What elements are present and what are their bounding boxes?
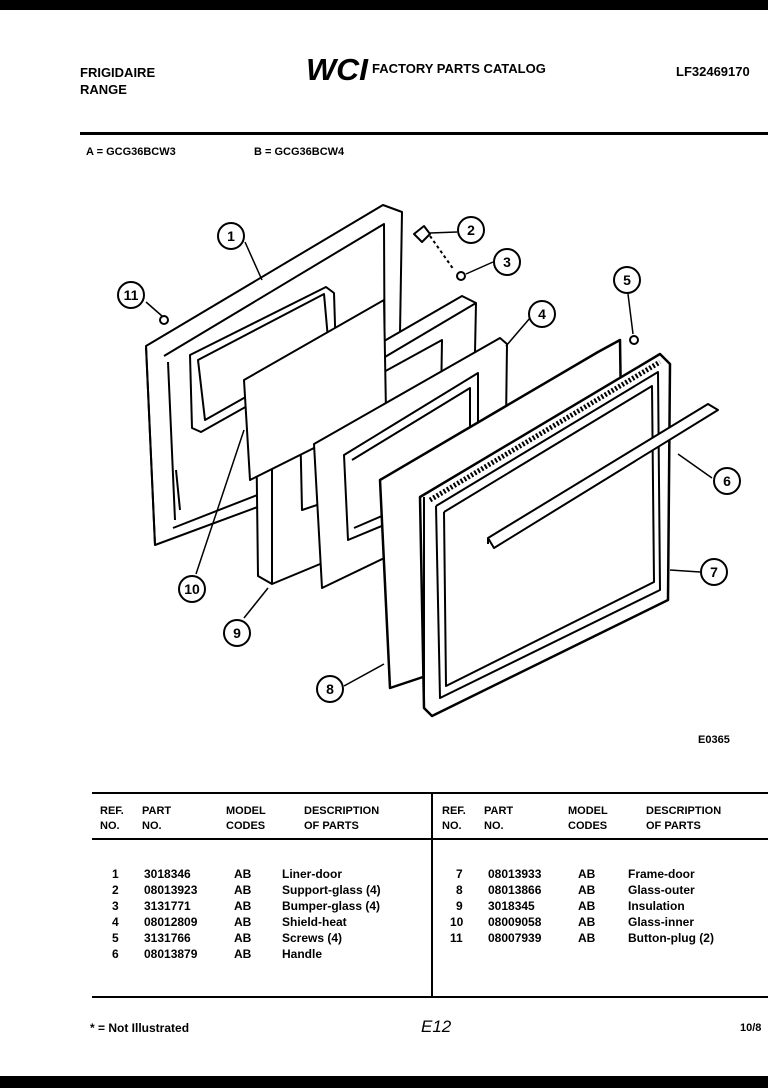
header-rule [80,132,768,135]
table-column-divider [431,792,433,996]
callout-5: 5 [613,266,641,294]
table-header-rule [92,838,768,840]
bottom-scan-border [0,1076,768,1088]
svg-text:WCI: WCI [306,52,369,84]
model-b: B = GCG36BCW4 [254,146,345,158]
callout-6: 6 [713,467,741,495]
callout-8: 8 [316,675,344,703]
callout-9: 9 [223,619,251,647]
document-number: LF32469170 [676,64,750,79]
svg-text:10: 10 [184,581,200,597]
svg-text:8: 8 [326,681,334,697]
top-scan-border [0,0,768,10]
header-ref-right: REF.NO. [442,805,466,832]
date-code: 10/8 [740,1022,762,1034]
bumper-glass-part [456,271,466,281]
header-ref: REF.NO. [100,805,124,832]
svg-text:9: 9 [233,625,241,641]
exploded-door-diagram: 1 2 3 4 5 6 7 8 9 10 11 [117,204,741,718]
wci-logo: WCI [306,52,369,84]
table-bottom-rule [92,996,768,998]
svg-text:7: 7 [710,564,718,580]
svg-text:2: 2 [467,222,475,238]
brand-block: FRIGIDAIRE RANGE [80,64,155,98]
frame-door-part [418,352,672,718]
button-plug-part [159,315,169,325]
page-code: E12 [421,1017,452,1036]
callout-1: 1 [217,222,245,250]
svg-text:11: 11 [124,287,139,303]
callout-2: 2 [457,216,485,244]
catalog-title: FACTORY PARTS CATALOG [372,61,546,76]
support-glass-part [413,225,455,271]
svg-text:5: 5 [623,272,631,288]
svg-text:4: 4 [538,306,546,322]
figure-code: E0365 [698,734,730,746]
brand-name: FRIGIDAIRE [80,65,156,80]
screw-part [629,335,639,345]
table-top-rule [92,792,768,794]
callout-3: 3 [493,248,521,276]
callout-10: 10 [178,575,206,603]
callout-4: 4 [528,300,556,328]
svg-text:3: 3 [503,254,511,270]
callout-7: 7 [700,558,728,586]
model-a: A = GCG36BCW3 [86,146,176,158]
leader-lines [145,231,713,687]
callout-11: 11 [117,281,145,309]
not-illustrated-note: * = Not Illustrated [90,1021,190,1035]
svg-text:1: 1 [227,228,235,244]
product-type: RANGE [80,82,127,97]
handle-part [487,403,719,549]
svg-text:6: 6 [723,473,731,489]
